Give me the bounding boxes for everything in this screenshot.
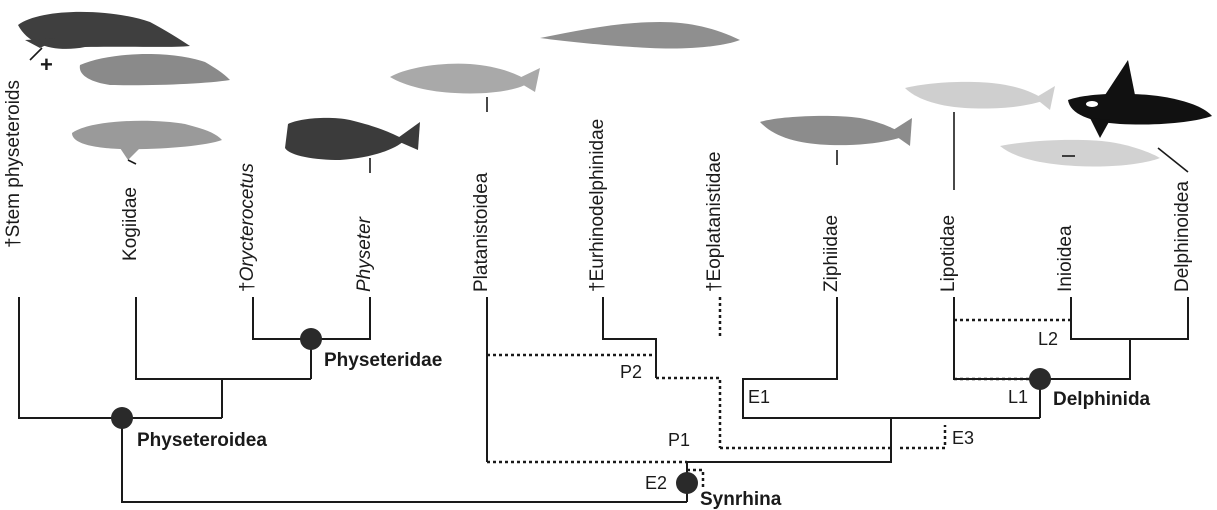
- taxon-label: †Stem physeteroids: [3, 80, 24, 248]
- branch-inioidea-delphinoidea: [1071, 297, 1188, 339]
- taxon-orycterocetus: †Orycterocetus: [237, 163, 258, 292]
- clade-delphinida: Delphinida: [1053, 389, 1151, 410]
- physeter-illustration: [285, 118, 420, 160]
- taxon-delphinoidea: Delphinoidea: [1172, 181, 1193, 292]
- node-synrhina: [676, 472, 698, 494]
- eurhinodelphinidae-illustration: [540, 22, 740, 49]
- kogiidae-leader-line: [128, 160, 136, 164]
- taxon-kogiidae: Kogiidae: [120, 187, 141, 261]
- lipotidae-illustration: [905, 82, 1055, 110]
- inioidea-illustration: [1000, 140, 1160, 167]
- taxon-label: Delphinoidea: [1172, 181, 1193, 292]
- node-code-l1: L1: [1008, 387, 1028, 407]
- node-code-l2: L2: [1038, 329, 1058, 349]
- orca-illustration: [1068, 60, 1212, 138]
- dotted-e3: [900, 425, 945, 448]
- platanistoidea-illustration: [390, 64, 540, 94]
- taxon-eoplatanistidae: †Eoplatanistidae: [704, 152, 725, 293]
- node-code-p2: P2: [620, 362, 642, 382]
- taxon-inioidea: Inioidea: [1055, 225, 1076, 292]
- kogiidae-illustration: [72, 121, 222, 160]
- taxon-label: Platanistoidea: [471, 172, 492, 292]
- taxon-ziphiidae: Ziphiidae: [821, 215, 842, 292]
- clade-physeteroidea: Physeteroidea: [137, 430, 267, 451]
- taxon-label: Inioidea: [1055, 225, 1076, 292]
- taxon-stem-physeteroids: †Stem physeteroids: [3, 80, 24, 248]
- ziphiidae-illustration: [760, 116, 912, 146]
- node-delphinida: [1029, 368, 1051, 390]
- branch-stem-physeteroids: [19, 297, 222, 418]
- taxon-label: Kogiidae: [120, 187, 141, 261]
- taxon-platanistoidea: Platanistoidea: [471, 172, 492, 292]
- node-code-e1: E1: [748, 387, 770, 407]
- taxon-physeter: Physeter: [354, 216, 375, 292]
- branch-ziphiidae: [743, 297, 1040, 418]
- taxon-label: †Orycterocetus: [237, 163, 258, 292]
- taxon-label: Physeter: [354, 216, 375, 292]
- clade-physeteridae: Physeteridae: [324, 350, 442, 371]
- taxon-lipotidae: Lipotidae: [938, 215, 959, 292]
- node-code-e3: E3: [952, 428, 974, 448]
- taxon-label: Lipotidae: [938, 215, 959, 292]
- taxon-eurhinodelphinidae: †Eurhinodelphinidae: [587, 119, 608, 292]
- clade-synrhina: Synrhina: [700, 489, 782, 510]
- taxon-label: †Eurhinodelphinidae: [587, 119, 608, 292]
- node-code-e2: E2: [645, 473, 667, 493]
- node-physeteroidea: [111, 407, 133, 429]
- extinct-plus-mark: +: [40, 52, 53, 77]
- taxon-label: †Eoplatanistidae: [704, 152, 725, 293]
- delphinoidea-leader-line: [1158, 148, 1188, 172]
- node-physeteridae: [300, 328, 322, 350]
- node-code-p1: P1: [668, 430, 690, 450]
- taxon-label: Ziphiidae: [821, 215, 842, 292]
- stem-physeteroid-illustration: +: [18, 12, 230, 85]
